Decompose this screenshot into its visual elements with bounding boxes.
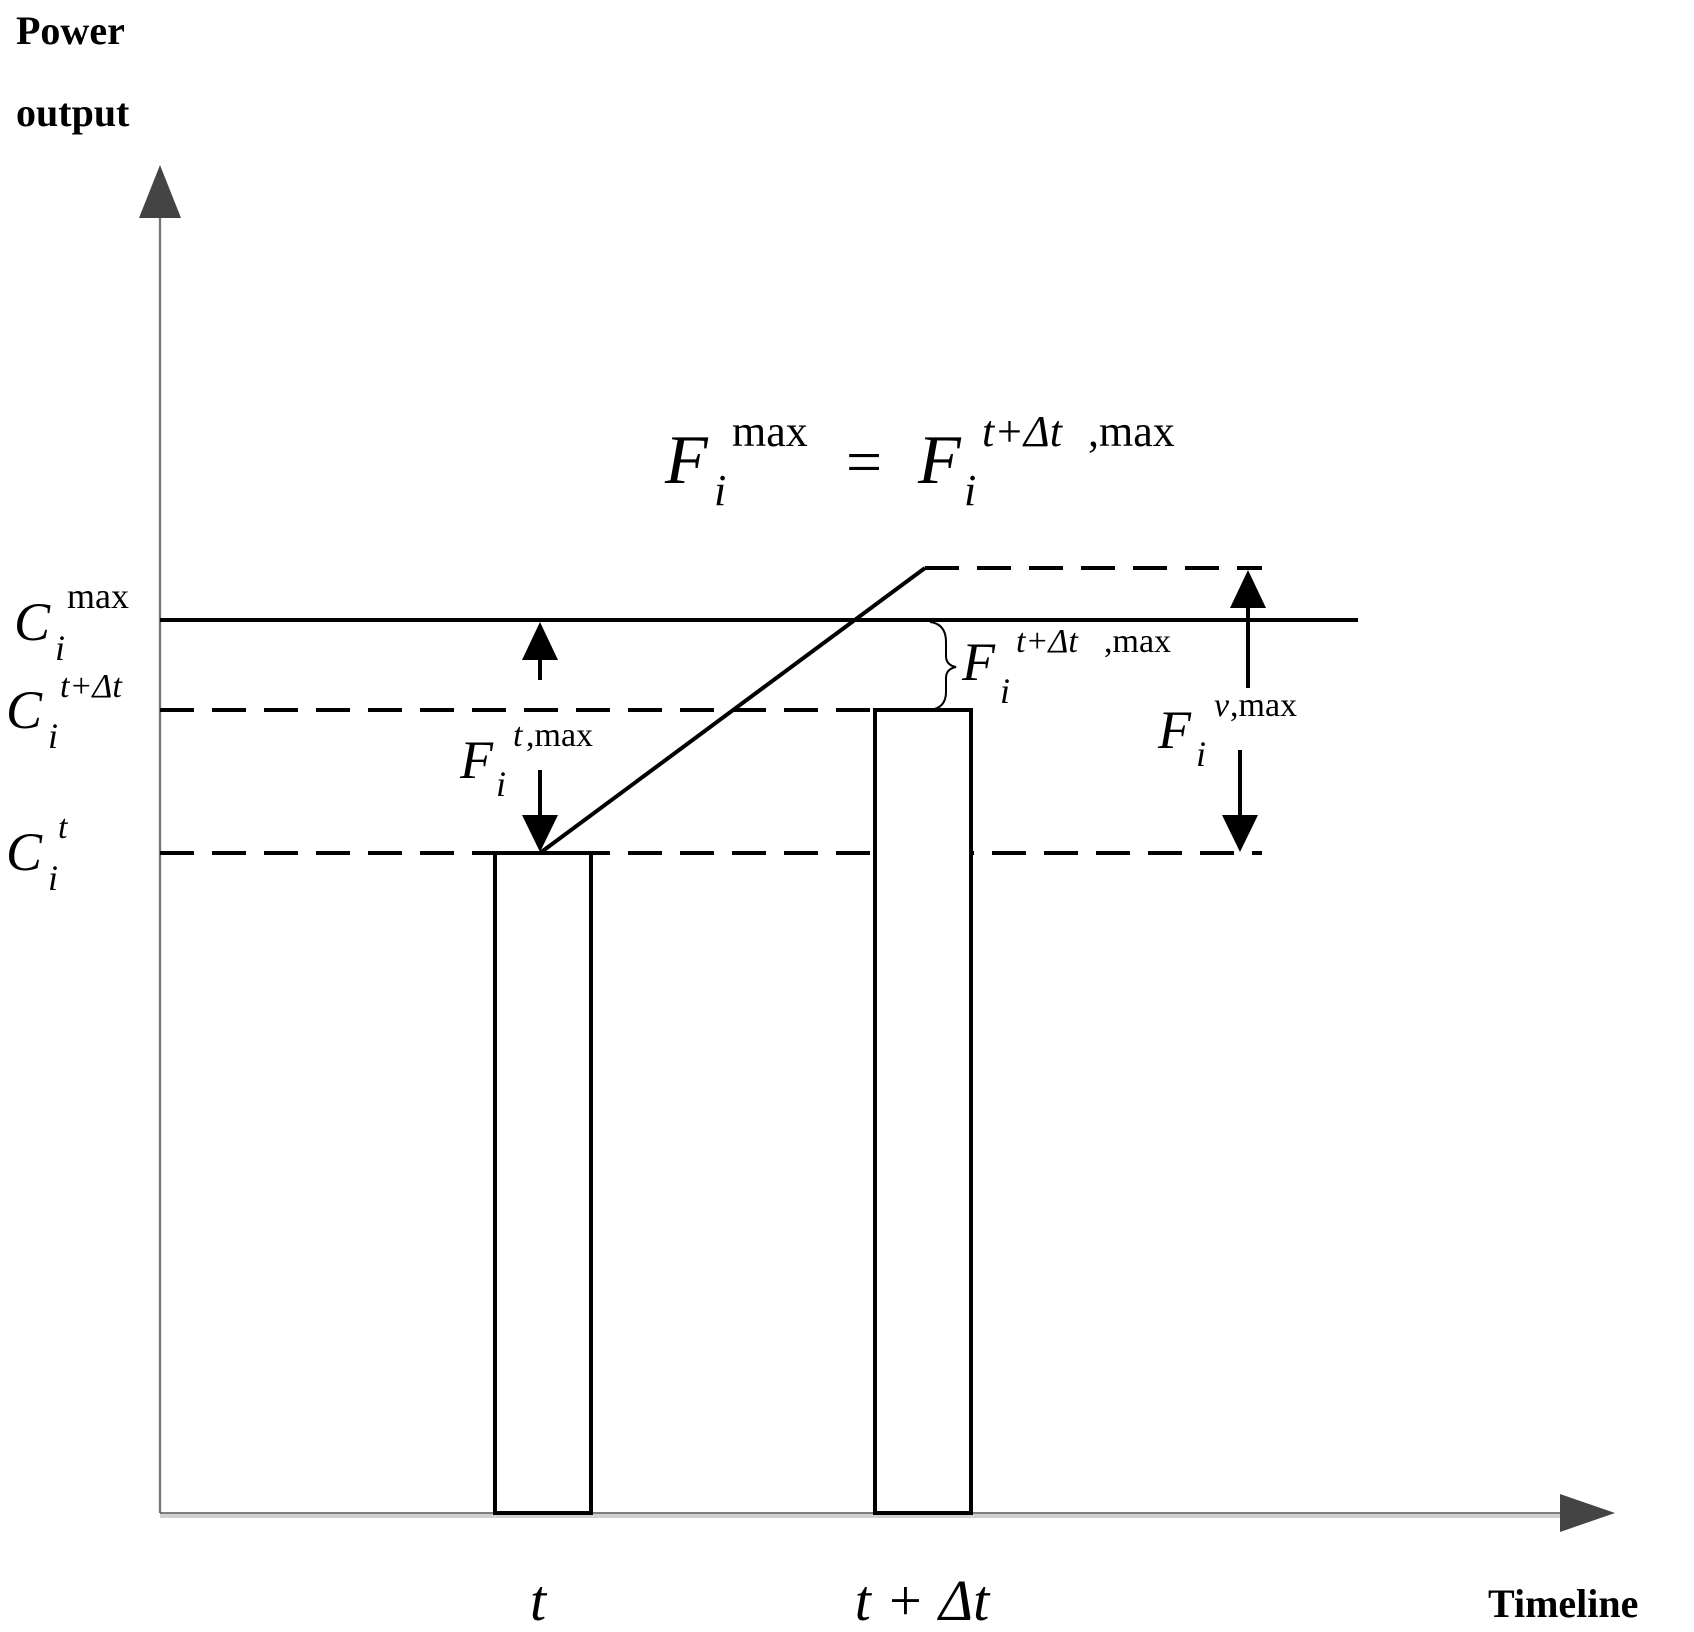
arrow-up-icon: [1230, 570, 1266, 608]
arrow-down-icon: [522, 815, 558, 852]
arrow-down-icon: [1222, 815, 1258, 852]
f-v-max-arrows: [1222, 570, 1266, 852]
x-axis-label: Timeline: [1488, 1581, 1638, 1626]
x-axis-arrow-icon: [1560, 1494, 1615, 1532]
ramp-line: [538, 566, 927, 855]
label-f-t-dt-max: F t+Δt ,max i: [961, 623, 1175, 711]
x-tick-t-plus-dt: t + Δt: [855, 1568, 991, 1632]
y-axis-label-line2: output: [16, 90, 130, 135]
x-axis: [160, 1494, 1615, 1532]
bar-at-t-plus-dt: [873, 708, 973, 1515]
bar-at-t: [493, 851, 593, 1515]
equation-f-max: F max i = F t+Δt ,max i: [664, 407, 1179, 515]
x-tick-t: t: [530, 1568, 548, 1632]
label-f-t-max: F t ,max i: [459, 717, 597, 804]
arrow-up-icon: [522, 622, 558, 660]
y-axis-arrow-icon: [139, 165, 181, 218]
label-c-t: C t i: [6, 809, 71, 898]
y-axis: [139, 165, 181, 1513]
label-c-t-plus-dt: C t+Δt i: [6, 668, 126, 756]
label-c-max: C max i: [14, 576, 133, 668]
brace-icon: [929, 621, 957, 711]
label-f-v-max: F v ,max i: [1157, 687, 1301, 774]
f-t-max-arrows: [522, 622, 558, 852]
y-axis-label-line1: Power: [16, 8, 125, 53]
